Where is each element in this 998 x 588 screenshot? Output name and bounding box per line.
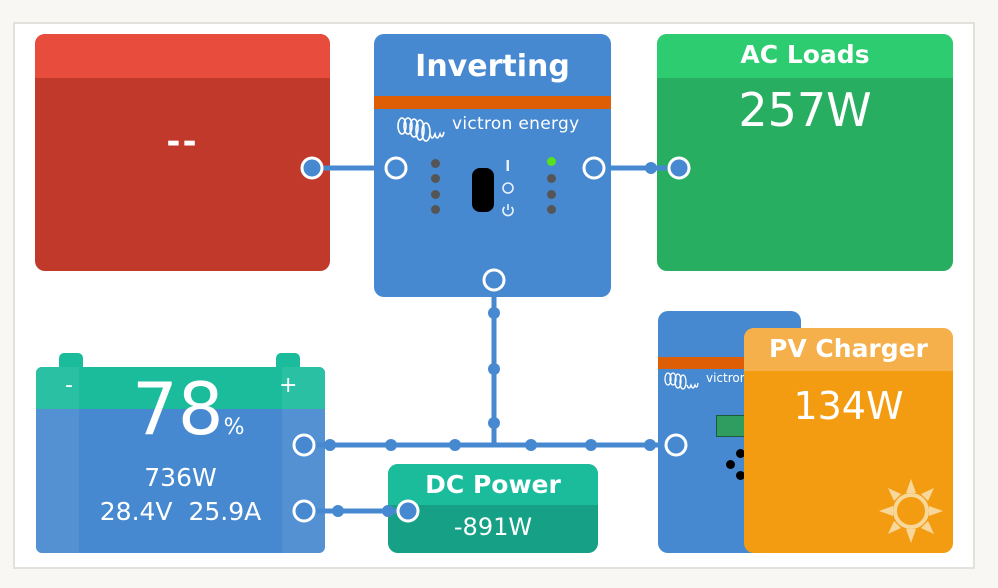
battery-soc: 78% bbox=[132, 369, 245, 468]
battery-minus-label: - bbox=[65, 373, 73, 398]
pv-charger-tile[interactable]: PV Charger 134W bbox=[744, 328, 953, 553]
battery-side-left bbox=[36, 367, 79, 553]
led-left-1 bbox=[431, 159, 440, 168]
switch-on-mark bbox=[506, 160, 509, 171]
led-right-3 bbox=[547, 190, 556, 199]
battery-soc-value: 78 bbox=[132, 367, 224, 451]
battery-terminal-positive bbox=[276, 353, 300, 367]
mppt-brand: victron bbox=[706, 371, 748, 385]
victron-logo-icon bbox=[397, 117, 445, 142]
switch-labels bbox=[502, 160, 514, 217]
ac-input-tile[interactable]: -- bbox=[35, 34, 330, 271]
ac-loads-value: 257W bbox=[738, 83, 872, 137]
inverter-mode-switch[interactable] bbox=[472, 168, 494, 212]
inverter-brand: victron energy bbox=[452, 114, 580, 134]
battery-soc-fill bbox=[36, 367, 325, 409]
battery-voltage: 28.4V bbox=[99, 497, 173, 526]
led-left-3 bbox=[431, 190, 440, 199]
pv-charger-value: 134W bbox=[793, 384, 904, 428]
inverter-stripe bbox=[374, 96, 611, 109]
mppt-button bbox=[726, 460, 735, 469]
battery-plus-label: + bbox=[279, 373, 298, 398]
dc-power-title: DC Power bbox=[388, 464, 598, 505]
switch-off-mark bbox=[502, 182, 514, 194]
battery-terminal-negative bbox=[59, 353, 83, 367]
battery-soc-unit: % bbox=[223, 415, 245, 440]
led-right-4 bbox=[547, 205, 556, 214]
victron-logo-icon bbox=[664, 372, 699, 390]
mppt-button bbox=[736, 471, 745, 480]
led-left-4 bbox=[431, 205, 440, 214]
dc-power-value: -891W bbox=[453, 513, 533, 541]
led-right-1-on bbox=[547, 157, 556, 166]
led-right-2 bbox=[547, 174, 556, 183]
ac-loads-title: AC Loads bbox=[657, 34, 953, 78]
battery-tile[interactable]: - + 78% 736W 28.4V 25.9A bbox=[36, 367, 325, 553]
ac-input-header bbox=[35, 34, 330, 78]
power-icon bbox=[502, 204, 514, 217]
ac-input-value: -- bbox=[166, 122, 199, 162]
battery-current: 25.9A bbox=[188, 497, 262, 526]
battery-voltage-current: 28.4V 25.9A bbox=[36, 497, 325, 526]
led-left-2 bbox=[431, 174, 440, 183]
mppt-button bbox=[736, 449, 745, 458]
pv-charger-title: PV Charger bbox=[744, 328, 953, 371]
battery-power: 736W bbox=[144, 463, 217, 492]
dc-power-tile[interactable]: DC Power -891W bbox=[388, 464, 598, 553]
sun-icon bbox=[879, 479, 943, 543]
ac-loads-tile[interactable]: AC Loads 257W bbox=[657, 34, 953, 271]
inverter-tile[interactable]: Inverting victron energy bbox=[374, 34, 611, 297]
inverter-state: Inverting bbox=[415, 49, 570, 84]
